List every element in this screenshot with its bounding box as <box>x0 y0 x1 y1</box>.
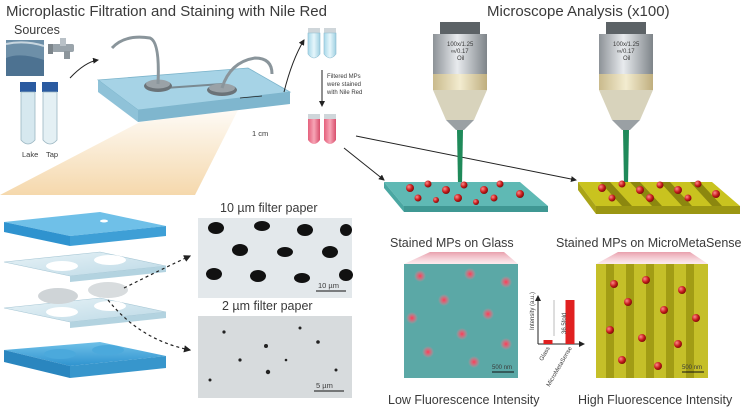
left-title: Microplastic Filtration and Staining wit… <box>6 3 327 20</box>
tap-sample-tube <box>42 82 58 145</box>
large-filter-title: 10 µm filter paper <box>220 201 318 215</box>
small-filter-scale: 5 µm <box>316 381 333 390</box>
glass-scale: 500 nm <box>492 365 512 371</box>
chart-bar-micrometasense <box>565 300 575 344</box>
right-title: Microscope Analysis (x100) <box>487 3 670 20</box>
staining-text-3: with Nile Red <box>326 90 362 96</box>
glass-substrate <box>384 182 548 212</box>
staining-text-2: were stained <box>326 82 361 88</box>
stained-vials <box>308 114 336 144</box>
lake-sample-tube <box>20 82 36 145</box>
chart-tick-glass: Glass <box>539 346 552 362</box>
objective-right-na: ∞/0.17 <box>617 49 635 55</box>
meta-microplastics <box>598 180 720 202</box>
glass-microplastics <box>406 180 524 205</box>
tap-label: Tap <box>46 150 58 159</box>
low-intensity-label: Low Fluorescence Intensity <box>388 393 540 407</box>
source-to-device-arrow <box>69 57 99 79</box>
objective-right <box>599 22 653 185</box>
lake-photo <box>5 40 45 76</box>
chart-tick-micrometasense: MicroMetaSense <box>546 345 574 388</box>
filtration-device <box>96 35 292 122</box>
objective-left-na: ∞/0.17 <box>451 49 469 55</box>
objective-left-oil: Oil <box>457 56 464 62</box>
objective-right-mag: 100x/1.25 <box>613 42 640 48</box>
small-filter-title: 2 µm filter paper <box>222 299 313 313</box>
glass-fluorescence-image <box>404 264 518 378</box>
device-to-vial-arrow <box>283 39 305 93</box>
chart-y-label: Intensity (a.u.) <box>530 292 536 330</box>
lake-label: Lake <box>22 150 38 159</box>
objective-left-mag: 100x/1.25 <box>447 42 474 48</box>
objective-right-oil: Oil <box>623 56 630 62</box>
large-filter-arrow <box>123 255 192 289</box>
filtered-vials <box>307 28 337 59</box>
tap-faucet-icon <box>48 38 74 59</box>
small-filter-image <box>198 316 352 398</box>
chart-bar-glass <box>543 340 553 344</box>
high-intensity-label: High Fluorescence Intensity <box>578 393 733 407</box>
device-zoom-beam <box>0 110 238 195</box>
objective-left <box>433 22 487 185</box>
small-filter-arrow <box>107 299 192 353</box>
micrometasense-substrate <box>578 182 740 214</box>
large-filter-image <box>198 218 353 298</box>
meta-scale: 500 nm <box>682 365 702 371</box>
glass-zoom-beam <box>404 252 518 264</box>
chart-annotation: 36.5fold <box>562 313 568 334</box>
filter-stack-exploded <box>3 212 167 378</box>
meta-zoom-beam <box>596 252 708 264</box>
large-filter-scale: 10 µm <box>318 281 339 290</box>
glass-label: Stained MPs on Glass <box>390 236 514 250</box>
meta-fluorescence-image <box>596 264 708 378</box>
vial-to-glass-arrow <box>343 147 385 181</box>
device-scale-label: 1 cm <box>252 129 268 138</box>
sources-label: Sources <box>14 23 60 37</box>
staining-text-1: Filtered MPs <box>327 74 361 80</box>
vial-to-meta-arrow <box>355 135 577 182</box>
meta-label: Stained MPs on MicroMetaSense <box>556 236 742 250</box>
